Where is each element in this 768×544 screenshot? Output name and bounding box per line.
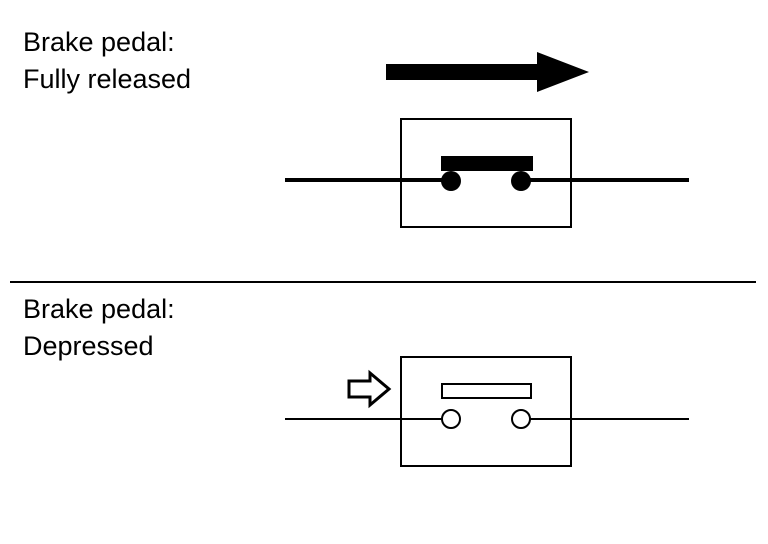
bottom-right-contact: [511, 409, 531, 429]
top-solid-arrow: [386, 52, 589, 92]
top-panel-title: Brake pedal: Fully released: [23, 24, 191, 98]
top-title-line1: Brake pedal:: [23, 27, 175, 57]
bottom-contact-bar: [441, 383, 532, 399]
bottom-title-line2: Depressed: [23, 331, 154, 361]
bottom-title-line1: Brake pedal:: [23, 294, 175, 324]
top-left-contact: [441, 171, 461, 191]
bottom-left-contact: [441, 409, 461, 429]
bottom-switch-housing: [400, 356, 572, 467]
bottom-switch-group: [285, 356, 689, 467]
bottom-outline-arrow: [347, 369, 392, 409]
top-contact-bar: [441, 156, 533, 171]
bottom-panel-title: Brake pedal: Depressed: [23, 291, 175, 365]
top-title-line2: Fully released: [23, 64, 192, 94]
top-switch-group: [285, 52, 689, 228]
top-switch-housing: [400, 118, 572, 228]
top-right-contact: [511, 171, 531, 191]
